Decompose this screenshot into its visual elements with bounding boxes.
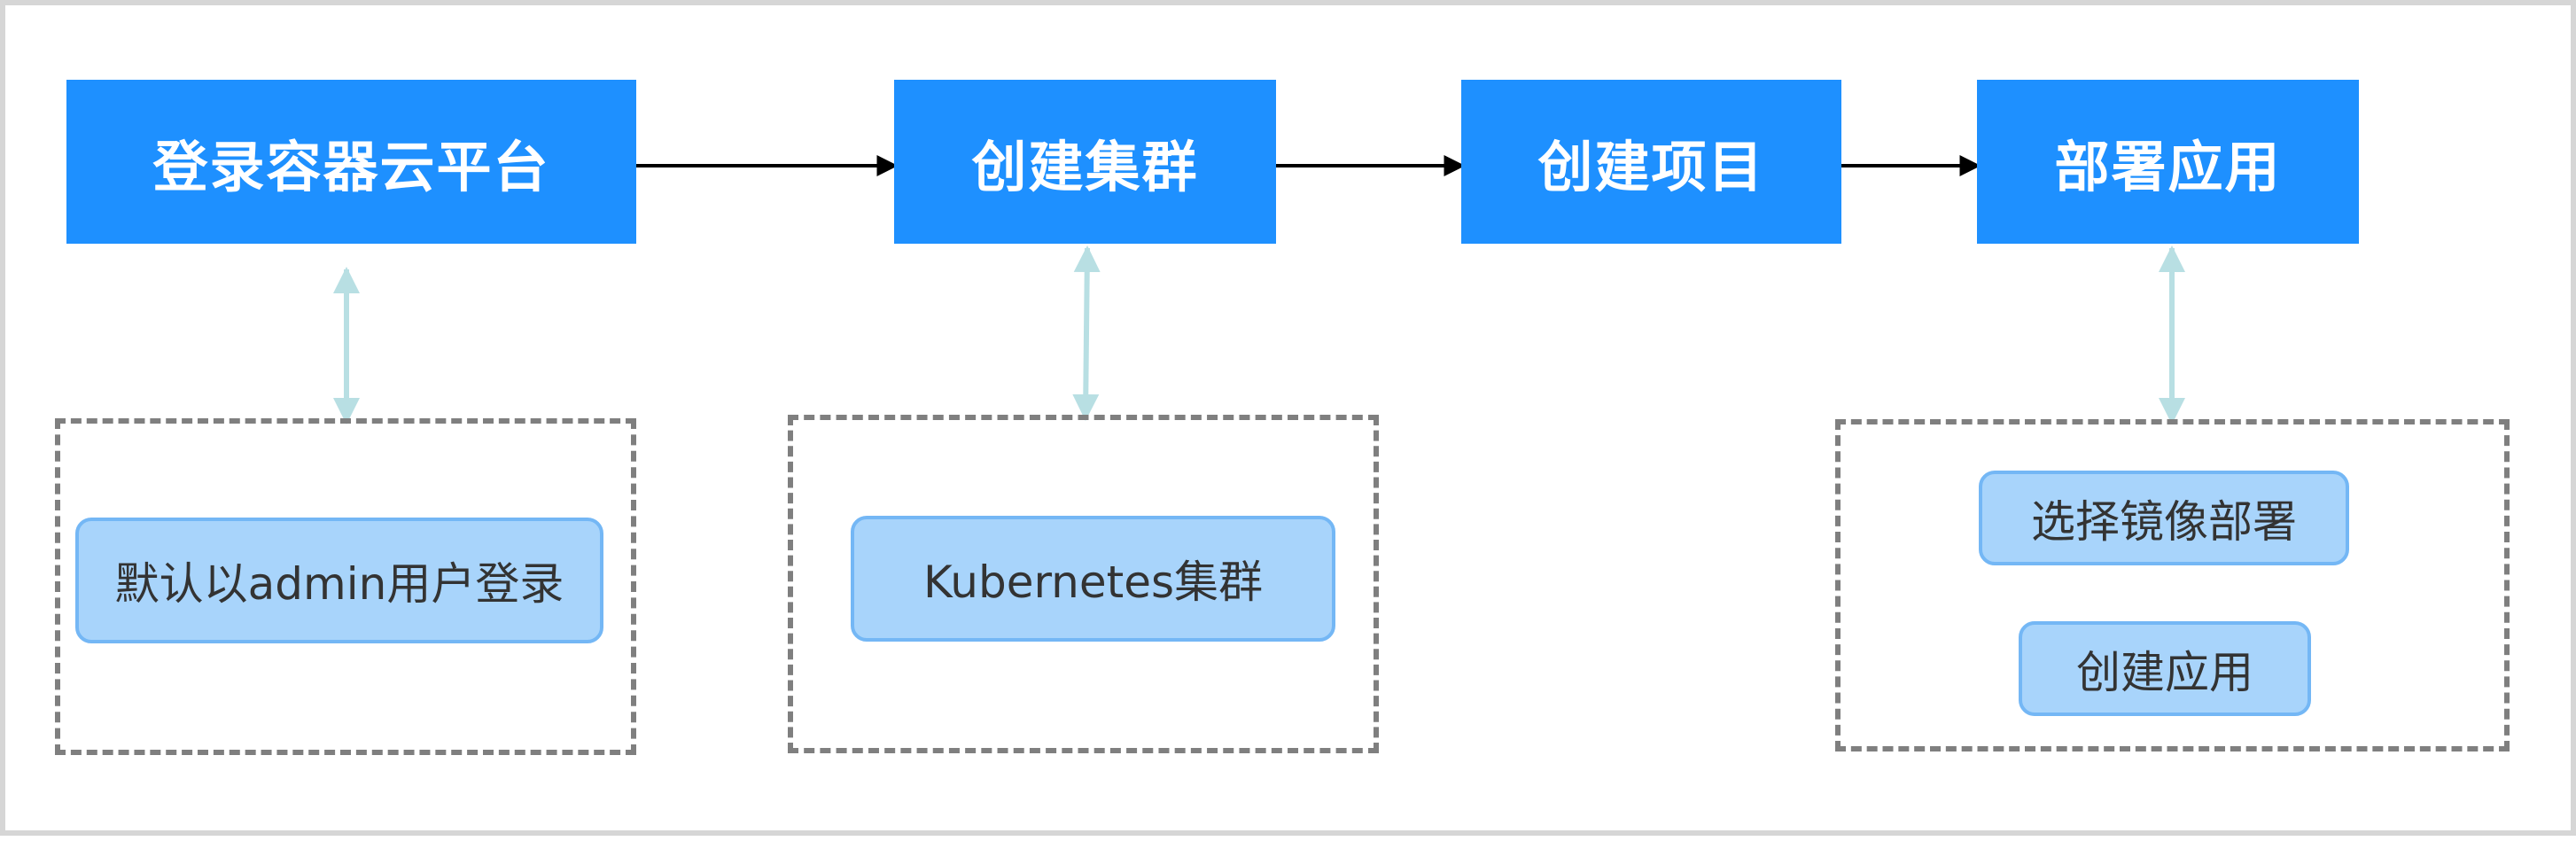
step-create-project: 创建项目 [1461,80,1841,244]
step-label: 创建项目 [1537,134,1765,199]
detail-group-deploy [1835,419,2510,751]
note-label: 创建应用 [2076,646,2253,698]
link-arrow-cluster-detail [1072,245,1101,421]
step-deploy-app: 部署应用 [1977,80,2359,244]
note-kubernetes-cluster: Kubernetes集群 [851,516,1335,642]
note-admin-login: 默认以admin用户登录 [75,518,603,643]
step-label: 创建集群 [971,134,1199,199]
note-label: Kubernetes集群 [922,557,1264,608]
note-create-app: 创建应用 [2019,621,2311,716]
note-label: 默认以admin用户登录 [114,558,564,610]
detail-group-login [55,418,636,755]
step-login-platform: 登录容器云平台 [66,80,636,244]
note-select-image-deploy: 选择镜像部署 [1979,471,2349,565]
step-label: 登录容器云平台 [152,134,550,199]
step-create-cluster: 创建集群 [894,80,1276,244]
step-label: 部署应用 [2054,134,2282,199]
connectors-layer [333,155,2185,424]
detail-group-cluster [788,415,1379,753]
note-label: 选择镜像部署 [2031,495,2297,548]
